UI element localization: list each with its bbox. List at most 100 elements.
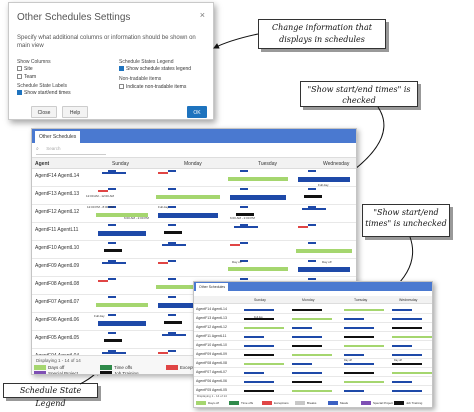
mini-schedule-segment[interactable] [244,372,264,374]
mini-schedule-segment[interactable] [392,390,422,392]
day-header-wednesday: Wednesday [323,161,350,167]
mini-schedule-segment[interactable] [392,381,412,383]
mini-schedule-segment[interactable] [392,336,432,338]
site-checkbox[interactable]: Site [17,66,33,72]
non-tradable-checkbox[interactable]: Indicate non-tradable items [119,84,186,90]
mini-schedule-segment[interactable] [292,309,322,311]
schedule-segment[interactable] [236,213,254,216]
mini-schedule-segment[interactable] [292,372,322,374]
tab-other-schedules[interactable]: Other Schedules [35,131,81,143]
mini-schedule-segment[interactable] [392,363,422,365]
help-button[interactable]: Help [62,106,88,118]
schedule-segment[interactable] [296,249,352,253]
ok-button[interactable]: OK [187,106,207,118]
mini-schedule-segment[interactable] [292,381,322,383]
mini-schedule-segment[interactable] [244,309,274,311]
mini-schedule-segment[interactable] [244,327,284,329]
mini-schedule-segment[interactable] [344,345,384,347]
mini-schedule-segment[interactable] [344,390,364,392]
schedule-segment[interactable] [158,262,168,264]
schedule-segment[interactable] [228,267,288,271]
mini-schedule-segment[interactable] [344,354,364,356]
schedule-segment[interactable] [96,213,148,217]
mini-schedule-segment[interactable] [392,354,422,356]
schedule-segment[interactable] [158,213,218,218]
mini-schedule-segment[interactable] [292,363,312,365]
schedule-segment[interactable] [158,303,218,308]
mini-schedule-segment[interactable] [344,381,384,383]
shift-marker [108,332,116,334]
schedule-segment[interactable] [230,244,240,246]
schedule-segment[interactable] [104,249,122,252]
checkbox-checked-icon[interactable] [17,90,22,96]
schedule-segment[interactable] [98,190,108,192]
mini-agent-name: AgentF14 AgentL14 [196,307,227,311]
checkbox-checked-icon[interactable] [119,66,124,72]
schedule-segment[interactable] [98,231,146,236]
schedule-segment[interactable] [96,303,148,307]
search-field[interactable]: ⌕ Search [36,146,106,155]
show-start-end-checkbox[interactable]: Show start/end times [17,90,71,96]
schedule-segment[interactable] [158,172,168,174]
mini-schedule-segment[interactable] [344,336,374,338]
schedule-segment[interactable] [234,226,258,228]
close-button[interactable]: Close [31,106,57,118]
schedule-segment[interactable] [228,177,288,181]
schedule-segment[interactable] [104,339,122,342]
mini-row-divider [194,376,432,377]
mini-schedule-segment[interactable] [344,318,364,320]
schedule-segment[interactable] [156,195,220,199]
mini-schedule-segment[interactable] [244,363,284,365]
close-icon[interactable]: × [199,10,205,20]
checkbox-icon[interactable] [119,84,124,90]
schedule-segment[interactable] [98,280,108,282]
schedule-segment[interactable] [164,321,182,324]
schedule-segment[interactable] [164,231,182,234]
mini-schedule-segment[interactable] [392,372,432,374]
mini-schedule-segment[interactable] [392,327,422,329]
schedule-segment[interactable] [102,172,126,174]
schedule-segment[interactable] [162,334,186,336]
schedule-segment[interactable] [298,226,308,228]
team-checkbox[interactable]: Team [17,74,36,80]
show-legend-checkbox[interactable]: Show schedule states legend [119,66,191,72]
checkbox-icon[interactable] [17,66,22,72]
schedule-segment[interactable] [102,352,126,354]
mini-schedule-segment[interactable] [292,354,332,356]
mini-schedule-segment[interactable] [344,372,374,374]
mini-schedule-segment[interactable] [292,336,322,338]
mini-schedule-segment[interactable] [244,318,274,320]
mini-schedule-segment[interactable] [244,354,274,356]
schedule-segment[interactable] [230,195,286,200]
mini-schedule-segment[interactable] [292,327,312,329]
schedule-segment[interactable] [162,244,186,246]
schedule-segment[interactable] [304,195,322,198]
schedule-segment[interactable] [158,352,168,354]
mini-schedule-segment[interactable] [244,345,274,347]
mini-schedule-segment[interactable] [392,318,422,320]
schedule-segment[interactable] [156,285,220,289]
schedule-segment[interactable] [298,267,350,272]
schedule-segment[interactable] [98,321,146,326]
mini-schedule-segment[interactable] [344,327,374,329]
mini-schedule-segment[interactable] [392,309,412,311]
schedule-segment[interactable] [102,262,126,264]
mini-schedule-segment[interactable] [344,309,384,311]
shift-marker [240,278,248,280]
mini-schedule-segment[interactable] [344,363,374,365]
checkbox-icon[interactable] [17,74,22,80]
mini-schedule-segment[interactable] [292,390,332,392]
mini-schedule-segment[interactable] [292,318,332,320]
search-input[interactable]: Search [46,146,61,151]
mini-schedule-segment[interactable] [244,381,274,383]
mini-schedule-segment[interactable] [292,345,322,347]
mini-schedule-segment[interactable] [244,390,274,392]
non-tradable-label: Indicate non-tradable items [126,84,187,90]
schedule-segment[interactable] [298,177,350,182]
agent-column-header[interactable]: Agent [35,161,50,167]
mini-schedule-segment[interactable] [392,345,412,347]
schedule-segment[interactable] [302,208,326,210]
mini-tab-other-schedules[interactable]: Other Schedules [196,283,229,291]
shift-marker [168,224,176,226]
mini-schedule-segment[interactable] [244,336,264,338]
